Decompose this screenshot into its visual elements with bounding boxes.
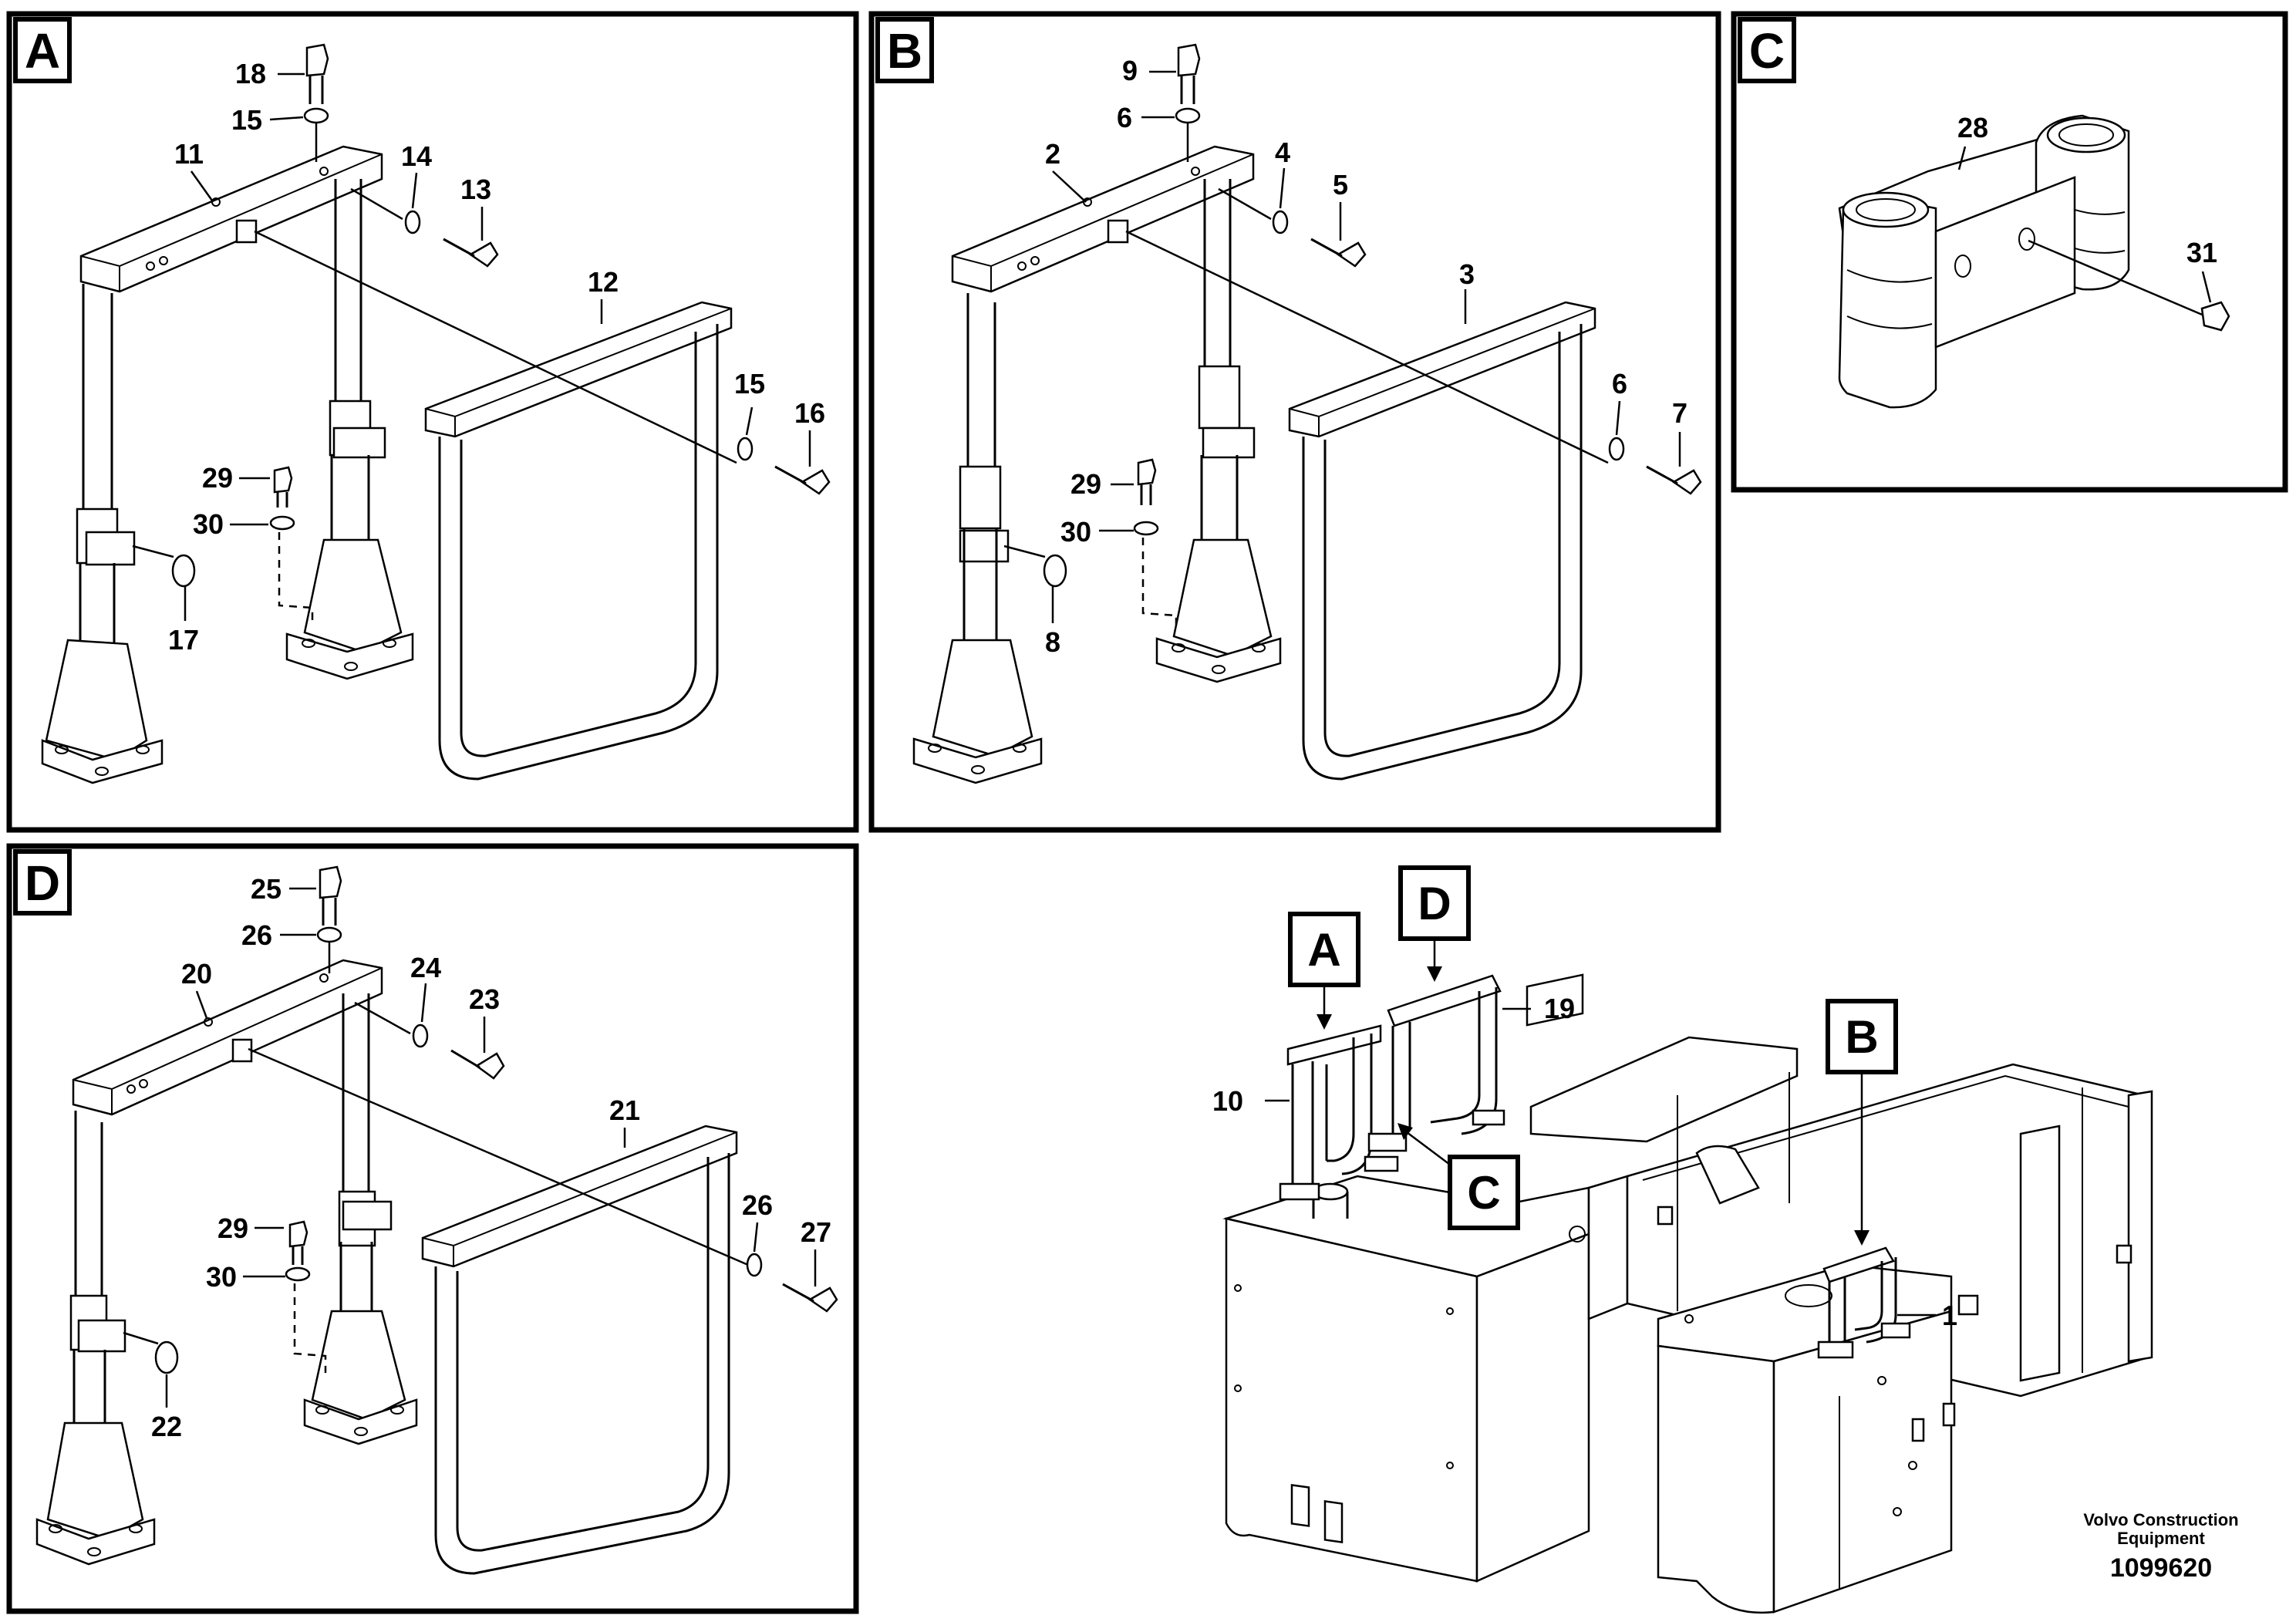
panel-c-frame xyxy=(1731,11,2288,493)
panel-a-letter: A xyxy=(25,23,60,79)
panel-d: D xyxy=(6,843,859,1614)
part-label: 14 xyxy=(401,140,432,172)
panel-c-letter: C xyxy=(1749,23,1785,79)
part-label: 21 xyxy=(609,1094,640,1126)
part-label: 29 xyxy=(217,1212,248,1244)
overview-handrail-d xyxy=(1367,974,1505,1152)
part-label: 30 xyxy=(206,1261,237,1293)
part-label: 13 xyxy=(460,174,491,205)
panel-d-stand xyxy=(35,959,418,1566)
panel-b-stand xyxy=(912,145,1282,784)
panel-c-clamp xyxy=(1838,114,2230,409)
part-label: 6 xyxy=(1117,102,1132,133)
overview-callout-a: A xyxy=(1288,912,1360,1030)
overview-callout-b: B xyxy=(1826,999,1898,1246)
part-label: 30 xyxy=(193,508,224,540)
part-label: 17 xyxy=(168,624,199,656)
panel-d-hardware xyxy=(123,865,838,1374)
part-label: 1 xyxy=(1942,1300,1957,1331)
panel-a-handrail xyxy=(424,301,733,781)
overview-tank xyxy=(1222,1175,1590,1583)
part-label: 16 xyxy=(794,397,825,429)
panel-d-letter: D xyxy=(25,855,60,911)
overview-callout-c-letter: C xyxy=(1467,1167,1500,1219)
part-label: 29 xyxy=(202,462,233,494)
part-label: 31 xyxy=(2186,237,2217,268)
part-label: 7 xyxy=(1672,397,1687,429)
panel-b-handrail xyxy=(1288,301,1596,781)
overview-callout-c-box xyxy=(1448,1155,1520,1230)
panel-b-part-numbers: 9 6 2 4 5 3 6 7 29 30 8 xyxy=(1045,55,1687,658)
panel-a-label-box xyxy=(13,17,72,83)
panel-a-part-numbers: 18 15 11 14 13 12 15 16 29 30 17 xyxy=(168,58,825,656)
overview-assembly: A D B C 10 19 1 xyxy=(1212,865,2153,1614)
part-label: 18 xyxy=(235,58,266,89)
part-label: 10 xyxy=(1212,1085,1243,1117)
panel-b-frame xyxy=(868,11,1721,833)
drawing-credit: Volvo Construction Equipment 1099620 xyxy=(2083,1510,2238,1583)
part-label: 11 xyxy=(174,138,204,170)
part-label: 30 xyxy=(1060,516,1091,548)
panel-d-part-numbers: 25 26 20 24 23 21 26 27 29 30 22 xyxy=(151,873,831,1442)
panel-d-frame xyxy=(6,843,859,1614)
part-label: 6 xyxy=(1612,368,1627,400)
part-label: 15 xyxy=(734,368,765,400)
part-label: 29 xyxy=(1070,468,1101,500)
panel-b-hardware xyxy=(1003,43,1702,631)
overview-handrail-a xyxy=(1279,1024,1399,1201)
part-label: 12 xyxy=(588,266,619,298)
panel-c-part-numbers: 28 31 xyxy=(1957,112,2217,268)
panel-b-label-box xyxy=(875,17,934,83)
part-label: 19 xyxy=(1544,993,1575,1024)
panel-d-leaders xyxy=(165,887,817,1408)
part-label: 3 xyxy=(1459,258,1475,290)
part-label: 2 xyxy=(1045,138,1060,170)
part-label: 5 xyxy=(1333,169,1348,201)
drawing-number: 1099620 xyxy=(2110,1553,2212,1583)
panel-c-label-box xyxy=(1738,17,1796,83)
overview-callout-b-letter: B xyxy=(1845,1011,1878,1063)
manufacturer-line-1: Volvo Construction xyxy=(2083,1510,2238,1529)
part-label: 24 xyxy=(410,952,441,983)
overview-chassis xyxy=(1526,973,2153,1614)
part-label: 23 xyxy=(469,983,500,1015)
overview-callout-d-letter: D xyxy=(1418,878,1451,929)
part-label: 8 xyxy=(1045,626,1060,658)
panel-a-hardware xyxy=(132,43,831,625)
part-label: 26 xyxy=(742,1189,773,1221)
part-label: 25 xyxy=(251,873,282,905)
part-label: 27 xyxy=(801,1216,831,1248)
overview-callout-a-letter: A xyxy=(1307,924,1340,976)
panel-a-leaders xyxy=(184,73,811,621)
manufacturer-line-2: Equipment xyxy=(2117,1529,2205,1548)
panel-b-letter: B xyxy=(887,23,922,79)
overview-handrail-b xyxy=(1817,1246,1911,1359)
overview-callout-d: D xyxy=(1398,865,1471,982)
panel-a: A xyxy=(6,11,859,833)
part-label: 15 xyxy=(231,104,262,136)
part-label: 20 xyxy=(181,958,212,990)
overview-callout-d-box xyxy=(1398,865,1471,941)
panel-d-handrail xyxy=(421,1125,738,1575)
part-label: 22 xyxy=(151,1411,182,1442)
part-label: 28 xyxy=(1957,112,1988,143)
part-label: 9 xyxy=(1122,55,1138,86)
panel-d-label-box xyxy=(13,849,72,916)
part-label: 4 xyxy=(1275,137,1290,168)
panel-b-leaders xyxy=(1051,70,1681,623)
panel-b: B xyxy=(868,11,1721,833)
overview-callout-c: C xyxy=(1397,1123,1520,1230)
overview-callout-a-box xyxy=(1288,912,1360,987)
panel-a-stand xyxy=(41,145,414,784)
panel-a-frame xyxy=(6,11,859,833)
part-label: 26 xyxy=(241,919,272,951)
panel-c: C 28 31 xyxy=(1731,11,2288,493)
